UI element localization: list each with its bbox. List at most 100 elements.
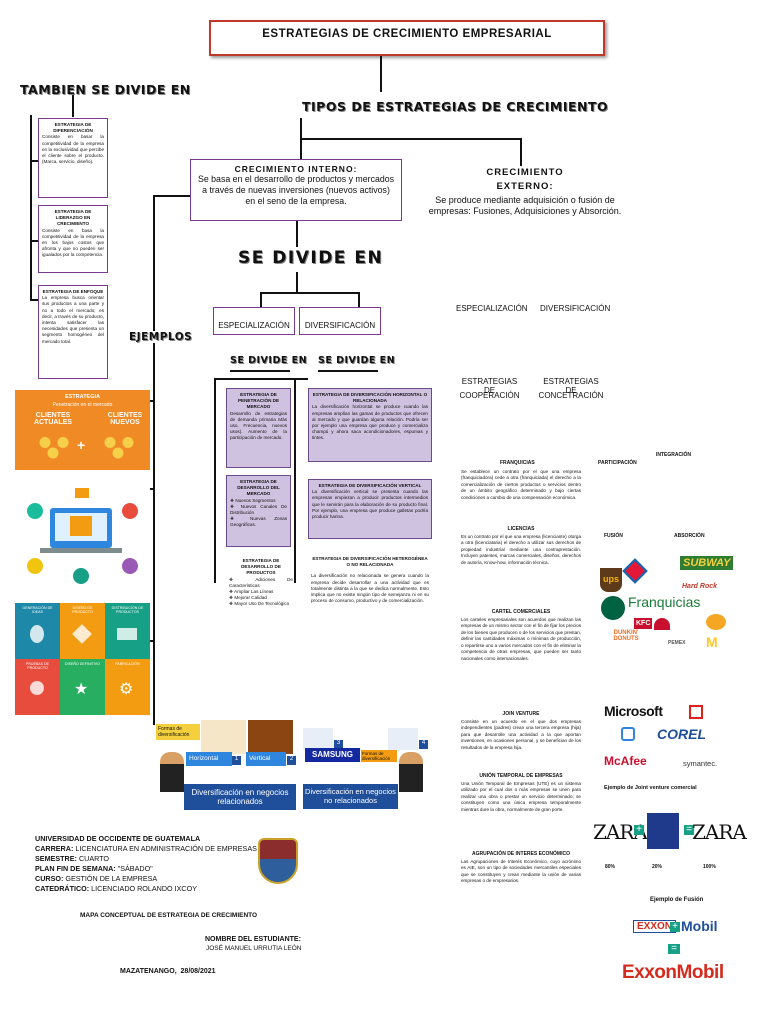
joint-venture-caption: Ejemplo de Joint venture comercial [604,785,697,791]
connector [294,378,308,380]
box-text: La diversificación horizontal se produce… [312,404,428,441]
title-box [209,20,605,56]
number-badge: 4 [419,740,428,749]
university-seal [258,838,298,884]
diversification-box: DIVERSIFICACIÓN [299,307,381,335]
list-item: ❖ Mejorar Calidad [229,595,267,601]
ups-logo: ups [600,568,622,592]
connector [300,138,302,160]
plus-icon: + [634,825,644,835]
section-title: JOIN VENTURE [502,711,540,717]
gear-icon: ⚙ [119,681,134,698]
number-badge: 3 [334,740,343,749]
related-diversification-image: Formas de diversificación Horizontal 1 V… [156,718,300,822]
grid-label: FABRICACIÓN [115,662,140,666]
types-heading: TIPOS DE ESTRATEGIAS DE CRECIMIENTO [302,99,609,114]
pemex-logo: PEMEX [668,640,686,646]
vertical-tag: Vertical [246,752,286,766]
cooperation-1: ESTRATEGIAS DE [461,377,518,395]
connector [153,195,155,725]
career-label: CARRERA: [35,843,74,853]
pizzahut-icon [654,618,670,630]
course-label: CURSO: [35,873,64,883]
mcafee-logo: McAfee [604,754,647,768]
penetration-subtitle: Penetración en el mercado [52,402,113,408]
right-diversification: DIVERSIFICACIÓN [540,304,611,313]
connector [214,378,216,583]
grid-cell [60,659,105,715]
course: GESTIÓN DE LA EMPRESA [65,873,158,883]
product-dev-grid: GENERACIÓN DE IDEAS DISEÑO DE PRODUCTO D… [15,603,150,715]
connector [260,292,360,294]
people-icon [100,432,140,462]
box-title: ESTRATEGIA DE PENETRACIÓN DE MERCADO [237,392,280,410]
connector [300,138,520,140]
exxonmobil-logo: ExxonMobil [622,962,724,983]
plus-icon: + [77,437,86,453]
connector [520,138,522,166]
section-title: LICENCIAS [507,526,535,532]
box-text: Consiste en basa la competitividad de la… [42,227,104,258]
student-label: NOMBRE DEL ESTUDIANTE: [205,936,301,943]
forms-label: Formas de diversificación [361,750,397,762]
connector [153,195,190,197]
box-text: Desarrollo de estrategias de demanda pri… [230,410,287,441]
box-text: La diversificación vertical se presenta … [312,489,428,519]
box-title: ESTRATEGIA DE ENFOQUE [42,289,104,294]
inditex-logo [647,813,679,849]
connector [260,292,262,308]
spec-divides-heading: SE DIVIDE EN [230,355,308,366]
mcdonalds-icon: M [706,634,718,650]
connector [318,370,378,372]
spec-box-market-dev: ESTRATEGIA DE DESARROLLO DEL MERCADO ❖ N… [226,475,291,547]
tool-icon [621,727,635,741]
related-caption: Diversificación en negocios relacionados [184,784,296,811]
number-badge: 1 [232,756,241,765]
number-badge: 2 [287,756,296,765]
star-icon: ★ [74,681,89,698]
box-text: La empresa busca orientar sus productos … [42,295,104,344]
connector [214,378,294,380]
equals-icon: = [684,825,694,835]
connector [294,378,296,583]
also-divides-heading: TAMBIEN SE DIVIDE EN [20,82,191,97]
specialization-label: ESPECIALIZACIÓN [218,321,290,330]
cooperation-2: COOPERACIÓN [459,391,520,400]
connector [30,240,38,242]
check-icon [30,681,44,695]
box-title: ESTRATEGIA DE DIFERENCIACIÓN [53,122,93,134]
list-item: ❖ Nuevas Zonas Geográficas. [230,516,287,528]
starbucks-icon [601,596,625,620]
products-shelf [201,720,246,754]
fusion-caption: Ejemplo de Fusión [650,897,704,903]
col-participacion: PARTICIPACIÓN [598,460,637,466]
examples-heading: EJEMPLOS [127,331,195,343]
section-franquicias-text: Se establece un contrato por el que una … [461,469,581,500]
list-item: ❖ Ampliar Las Líneas [229,588,274,594]
grid-label: GENERACIÓN DE IDEAS [22,606,53,614]
grid-label: DISEÑO DE PRODUCTO [72,606,93,614]
map-title: MAPA CONCEPTUAL DE ESTRATEGIA DE CRECIMI… [80,912,258,919]
section-text: Los carteles empresariales son acuerdos … [461,617,581,661]
forms-label: Formas de diversificación [156,724,200,740]
career: LICENCIATURA EN ADMINISTRACIÓN DE EMPRES… [75,843,257,853]
semester: CUARTO [78,853,110,863]
university: UNIVERSIDAD DE OCCIDENTE DE GUATEMALA [35,834,201,843]
symantec-logo: symantec. [683,759,718,768]
grid-label: PRUEBAS DE PRODUCTO [25,662,50,670]
new-clients: CLIENTES NUEVOS [107,412,143,426]
current-clients: CLIENTES ACTUALES [33,412,73,426]
grid-label: DISEÑO DEFINITIVO [65,662,100,666]
col-franquicias: FRANQUICIAS [500,460,535,466]
div-divides-heading: SE DIVIDE EN [318,355,396,366]
corel-logo: COREL [657,726,706,742]
right-specialization: ESPECIALIZACIÓN [456,304,528,313]
internal-title: CRECIMIENTO INTERNO: [234,164,358,174]
horizontal-tag: Horizontal [186,752,232,766]
divides-heading: SE DIVIDE EN [238,248,384,268]
box-text: Consiste en basar la competitividad de l… [42,134,104,165]
franchise-word: Franquicias [628,594,701,610]
internal-text: Se basa en el desarrollo de productos y … [197,174,395,206]
